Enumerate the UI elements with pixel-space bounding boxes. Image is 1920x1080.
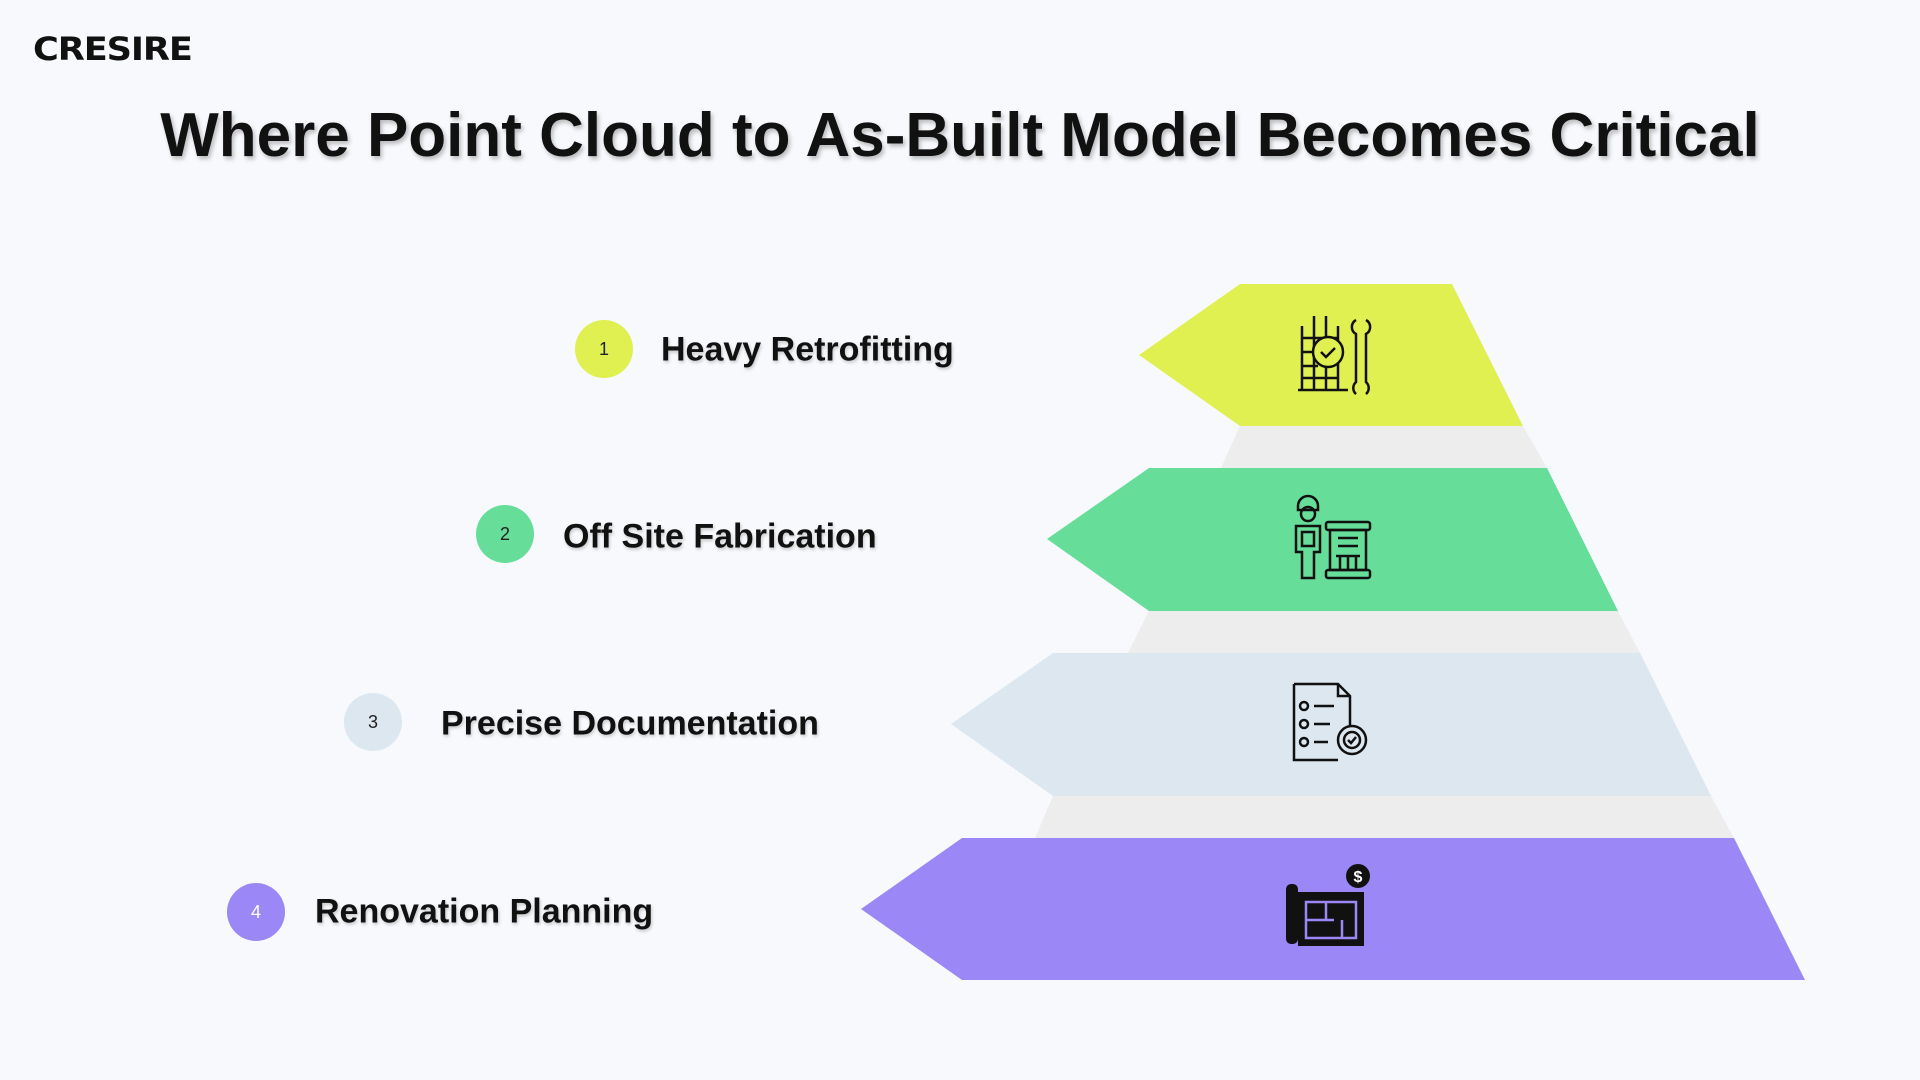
level-number-badge: 4 <box>227 883 285 941</box>
worker-prefab-icon <box>1294 494 1372 580</box>
pyramid-gap <box>1221 426 1547 468</box>
level-number-badge: 2 <box>476 505 534 563</box>
level-number-badge: 3 <box>344 693 402 751</box>
level-label: Heavy Retrofitting <box>661 330 954 369</box>
pyramid-gap <box>1035 796 1734 838</box>
level-number-badge: 1 <box>575 320 633 378</box>
level-label: Renovation Planning <box>315 892 654 931</box>
page-title: Where Point Cloud to As-Built Model Beco… <box>160 101 1760 170</box>
building-wrench-check-icon <box>1298 316 1372 395</box>
svg-text:$: $ <box>1354 869 1363 886</box>
pyramid-level-2 <box>1047 468 1618 611</box>
level-label: Precise Documentation <box>441 704 819 743</box>
logo: CRESIRE <box>33 30 193 68</box>
blueprint-cost-icon: $ <box>1286 864 1370 946</box>
checklist-gear-icon <box>1292 682 1368 762</box>
pyramid-level-3 <box>951 653 1711 796</box>
pyramid-gap <box>1128 611 1640 653</box>
level-label: Off Site Fabrication <box>563 517 877 556</box>
